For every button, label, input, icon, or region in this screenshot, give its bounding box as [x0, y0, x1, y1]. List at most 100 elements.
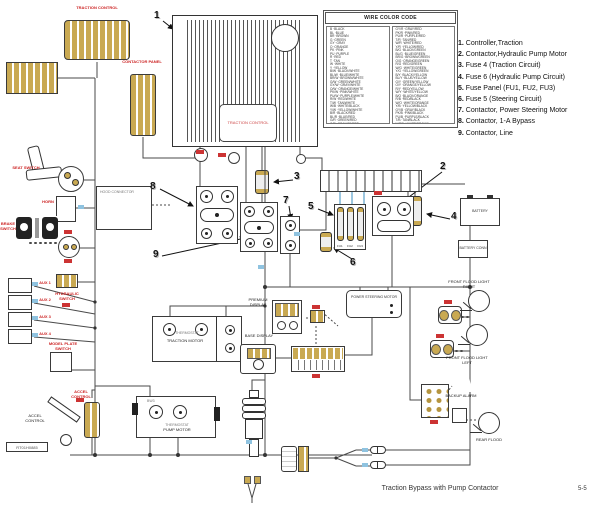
aux-switch-1 [8, 278, 32, 293]
wire-tag-red-6 [312, 305, 320, 309]
list-item: BR ·BROWN [330, 34, 349, 38]
rear-harness-connector [421, 384, 449, 418]
wire-tag-red-1 [64, 230, 72, 234]
list-item: R/G ·RED/GREEN [395, 62, 423, 66]
rear-flood-lamp [470, 412, 500, 434]
list-item: Y/G ·YELLOW/GREEN [395, 69, 429, 73]
fu1-label: FU1 [337, 244, 343, 248]
list-item: GY/W ·GRAY/WHITE [330, 83, 361, 87]
steering-contactor [280, 216, 300, 254]
wire-tag-blue-2 [362, 463, 368, 467]
list-item: G/R ·GREEN/RED [330, 118, 357, 122]
list-item: GY/B ·GRAY/BLACK [395, 107, 426, 112]
traction-motor-label: TRACTION MOTOR [166, 338, 204, 343]
callout-8: 8 [150, 181, 156, 192]
pump-motor-label: PUMP MOTOR [163, 427, 191, 432]
hood-connector-label: HOOD CONNECTOR [100, 190, 134, 194]
base-display-connector [247, 348, 271, 359]
wires-blue [339, 192, 365, 204]
wire-tag-red-2 [64, 259, 72, 263]
list-item: PU/B ·PURPLE/BLACK [395, 114, 429, 119]
pedal-divider [35, 218, 39, 238]
model-plate-label: MODEL PLATE SWITCH [48, 341, 78, 351]
base-display-label: BASE DISPLAY [244, 333, 274, 338]
list-item: W/G ·WHITE/GREEN [395, 65, 427, 70]
list-item: W/R ·WHITE/RED [395, 41, 422, 45]
list-item: T/B ·TAN/BLACK [395, 118, 420, 122]
list-item: W/BR ·WHITE/BROWN [395, 121, 430, 124]
controller-capacitor [271, 24, 299, 52]
traction-control-plug-label: TRACTION CONTROL [76, 5, 118, 10]
list-item: Controller,Traction [465, 40, 523, 47]
list-item: O/Y ·ORANGE/YELLOW [395, 83, 431, 87]
steering-column-assembly [240, 390, 266, 486]
callout-2: 2 [440, 161, 446, 172]
callout-9: 9 [153, 249, 159, 260]
front-flood-left-label: FRONT FLOOD LIGHT LEFT [446, 355, 488, 365]
motor-divider [216, 317, 217, 361]
terminal-strip [320, 170, 422, 192]
front-flood-lamp-right [460, 290, 490, 312]
accel-pedal-roller [60, 434, 72, 446]
contactor-panel-connector [130, 74, 156, 136]
list-item: PK/B ·PINK/BLACK [395, 111, 424, 115]
rear-flood-label: REAR FLOOD [475, 437, 502, 442]
flood-light-connector-left [430, 340, 454, 358]
premium-display [272, 300, 302, 334]
list-item: BL/Y ·BLUE/YELLOW [395, 76, 427, 80]
wire-tag-blue-1 [362, 448, 368, 452]
harness-connector-grid [6, 62, 58, 94]
list-item: T/R ·TAN/RED [395, 37, 417, 42]
aux-switch-3 [8, 312, 32, 327]
power-steering-motor: POWER STEERING MOTOR [346, 290, 402, 318]
list-item: W/Y ·WHITE/YELLOW [395, 90, 428, 94]
bullet-connector-1 [370, 446, 386, 454]
list-item: R/W ·RED/WHITE [330, 97, 357, 101]
accel-control-label: ACCEL CONTROL [25, 413, 45, 423]
fuse-fu1 [337, 207, 344, 241]
bullet-connector-2 [370, 461, 386, 469]
list-item: GY/R ·GRAY/RED [395, 27, 422, 31]
premium-display-connector [275, 303, 299, 317]
plug-lead-2 [254, 476, 261, 484]
hood-connector-box: HOOD CONNECTOR [96, 186, 152, 230]
pump-motor-chip-left [132, 403, 138, 415]
aux-switch-2 [8, 295, 32, 310]
list-item: T ·TAN [330, 58, 340, 63]
pump-motor-chip-right [214, 407, 220, 421]
key-switch-body [281, 446, 297, 472]
list-item: R ·RED [330, 55, 341, 59]
list-item: R/B ·RED/BLACK [395, 97, 421, 101]
front-flood-right-label: FRONT FLOOD LIGHT RIGHT [448, 279, 490, 289]
terminal-c [296, 154, 306, 164]
list-item: BL/R ·BLUE/RED [330, 114, 355, 119]
accel-connector [84, 402, 100, 438]
list-item: Contactor, 1-A Bypass [465, 118, 536, 126]
callout-4: 4 [451, 211, 457, 222]
bw3-label: BW3 [147, 399, 155, 403]
seat-switch-label: SEAT SWITCH [12, 165, 40, 170]
controller-nameplate-text: TRACTION CONTROL [227, 119, 269, 125]
horn [56, 196, 76, 222]
page-number: 5-5 [578, 486, 587, 492]
list-item: W ·WHITE [330, 62, 346, 66]
list-item: Fuse 5 (Steering Circuit) [465, 96, 542, 104]
rear-lamp-connector [452, 408, 467, 423]
list-item: W/O ·WHITE/ORANGE [395, 100, 429, 105]
list-item: PK ·PINK [330, 48, 344, 52]
right-pedal [42, 217, 58, 239]
traction-controller: TRACTION CONTROL [172, 15, 318, 147]
aux-label-4: AUX 4 [39, 331, 51, 336]
wire-tag-red-4 [218, 153, 226, 157]
list-item: BR/W ·BROWN/WHITE [330, 76, 364, 80]
fuse-fu2 [347, 207, 354, 241]
hydraulic-switch-tag [62, 303, 70, 307]
wire-tag-red-8 [444, 300, 452, 304]
aux-label-3: AUX 3 [39, 314, 51, 319]
controller-left-terminals [173, 18, 186, 144]
list-item: Contactor, Line [465, 129, 513, 137]
backup-alarm [452, 376, 472, 392]
list-item: O/W ·ORANGE/WHITE [330, 86, 364, 91]
